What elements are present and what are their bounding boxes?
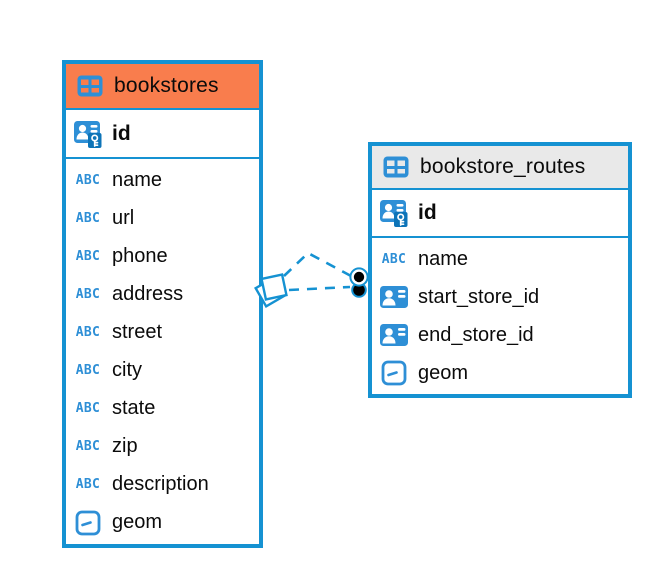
column-name: zip [112, 435, 138, 458]
column-list: ABC name start_store_id [372, 238, 628, 394]
column-row[interactable]: ABC street [66, 313, 259, 351]
column-name: url [112, 206, 135, 229]
column-name: phone [112, 244, 168, 267]
column-name: geom [112, 511, 163, 534]
primary-key-user-icon [73, 119, 103, 149]
column-row[interactable]: ABC url [66, 199, 259, 237]
column-row[interactable]: end_store_id [372, 316, 628, 354]
column-name: end_store_id [418, 323, 534, 346]
text-type-icon: ABC [381, 251, 407, 267]
column-row[interactable]: ABC address [66, 275, 259, 313]
primary-key-user-icon [379, 198, 409, 228]
pk-column-name: id [112, 121, 131, 145]
column-name: name [418, 247, 469, 270]
foreign-key-user-icon [379, 323, 409, 347]
text-type-icon: ABC [75, 363, 101, 379]
column-row-pk[interactable]: id [372, 190, 628, 238]
column-list: ABC name ABC url ABC phone ABC address A… [66, 159, 259, 544]
table-title: bookstores [114, 74, 219, 97]
table-bookstore-routes[interactable]: bookstore_routes id ABC name [368, 142, 632, 398]
relationship-line-upper[interactable] [283, 251, 352, 278]
text-type-icon: ABC [75, 248, 101, 264]
column-row[interactable]: ABC name [66, 161, 259, 199]
text-type-icon: ABC [75, 210, 101, 226]
table-grid-icon [75, 75, 105, 97]
column-name: name [112, 168, 163, 191]
column-row[interactable]: ABC phone [66, 237, 259, 275]
text-type-icon: ABC [75, 324, 101, 340]
table-bookstores[interactable]: bookstores id ABC name ABC url AB [62, 60, 263, 548]
column-name: street [112, 320, 163, 343]
column-row[interactable]: ABC state [66, 390, 259, 428]
diamond-marker [254, 273, 288, 308]
table-title: bookstore_routes [420, 155, 586, 178]
text-type-icon: ABC [75, 401, 101, 417]
table-grid-icon [381, 156, 411, 178]
column-name: description [112, 473, 209, 496]
text-type-icon: ABC [75, 439, 101, 455]
text-type-icon: ABC [75, 477, 101, 493]
column-row[interactable]: ABC name [372, 240, 628, 278]
column-name: city [112, 359, 142, 382]
column-row[interactable]: geom [372, 354, 628, 392]
table-header[interactable]: bookstores [66, 64, 259, 110]
geometry-type-icon [379, 360, 409, 386]
column-row[interactable]: start_store_id [372, 278, 628, 316]
column-row[interactable]: ABC description [66, 466, 259, 504]
column-row[interactable]: ABC zip [66, 428, 259, 466]
column-name: geom [418, 361, 469, 384]
column-row-pk[interactable]: id [66, 110, 259, 159]
column-row[interactable]: geom [66, 504, 259, 542]
pk-column-name: id [418, 201, 437, 224]
column-name: state [112, 397, 156, 420]
column-name: address [112, 282, 184, 305]
text-type-icon: ABC [75, 172, 101, 188]
geometry-type-icon [73, 510, 103, 536]
relationship-line-lower[interactable] [288, 285, 351, 292]
table-header[interactable]: bookstore_routes [372, 146, 628, 190]
column-name: start_store_id [418, 285, 540, 308]
text-type-icon: ABC [75, 286, 101, 302]
dot-marker-upper [349, 267, 369, 287]
foreign-key-user-icon [379, 285, 409, 309]
column-row[interactable]: ABC city [66, 351, 259, 389]
